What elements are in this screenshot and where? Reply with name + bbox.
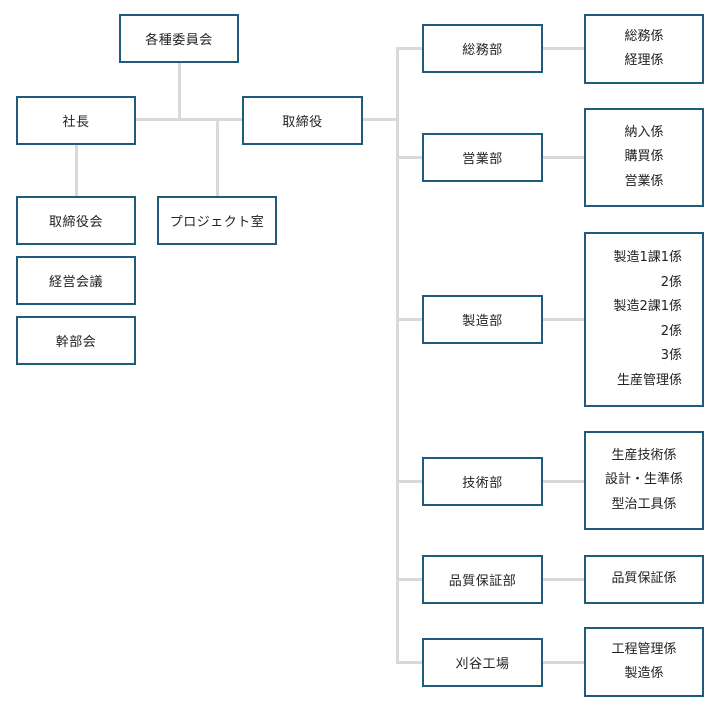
- connector-trunk-vertical: [396, 47, 399, 663]
- section-item: 設計・生準係: [604, 472, 683, 488]
- connector-seizo-sections: [542, 318, 585, 321]
- section-item: 経理係: [624, 53, 664, 68]
- section-item: 2係: [660, 274, 682, 290]
- connector-eigyo-sections: [542, 156, 585, 159]
- connector-soumu-sections: [542, 47, 585, 50]
- connector-hinshitsu-sections: [542, 578, 585, 581]
- section-item: 生産技術係: [611, 447, 677, 463]
- section-item: 型治工具係: [611, 496, 677, 512]
- section-item: 製造係: [624, 666, 664, 681]
- connector-president-down: [75, 145, 78, 197]
- connector-branch-soumu: [396, 47, 424, 50]
- sections-kariya: 工程管理係 製造係: [584, 627, 704, 697]
- connector-branch-gijutsu: [396, 480, 424, 483]
- department-seizo: 製造部: [422, 295, 543, 344]
- section-item: 生産管理係: [616, 372, 682, 388]
- department-kariya: 刈谷工場: [422, 638, 543, 687]
- section-item: 工程管理係: [611, 641, 677, 657]
- section-item: 製造2課1係: [613, 299, 682, 314]
- sections-soumu: 総務係 経理係: [584, 14, 704, 84]
- section-item: 営業係: [624, 173, 664, 189]
- section-item: 購買係: [624, 149, 664, 165]
- connector-project-down: [216, 118, 219, 197]
- department-gijutsu: 技術部: [422, 457, 543, 506]
- department-hinshitsu: 品質保証部: [422, 555, 543, 604]
- sections-seizo: 製造1課1係 2係 製造2課1係 2係 3係 生産管理係: [584, 232, 704, 407]
- connector-branch-hinshitsu: [396, 578, 424, 581]
- committees-box: 各種委員会: [119, 14, 239, 63]
- section-item: 製造1課1係: [613, 250, 682, 265]
- executive-meeting-box: 幹部会: [16, 316, 136, 365]
- connector-committees-down: [178, 62, 181, 120]
- sections-eigyo: 納入係 購買係 営業係: [584, 108, 704, 207]
- connector-kariya-sections: [542, 661, 585, 664]
- section-item: 総務係: [624, 28, 664, 44]
- connector-branch-seizo: [396, 318, 424, 321]
- connector-branch-eigyo: [396, 156, 424, 159]
- management-meeting-box: 経営会議: [16, 256, 136, 305]
- president-box: 社長: [16, 96, 136, 145]
- section-item: 3係: [660, 348, 682, 363]
- connector-president-directors: [135, 118, 243, 121]
- sections-gijutsu: 生産技術係 設計・生準係 型治工具係: [584, 431, 704, 530]
- section-item: 納入係: [624, 124, 664, 140]
- section-item: 2係: [660, 323, 682, 339]
- connector-directors-right: [362, 118, 398, 121]
- department-eigyo: 営業部: [422, 133, 543, 182]
- project-office-box: プロジェクト室: [157, 196, 277, 245]
- sections-hinshitsu: 品質保証係: [584, 555, 704, 604]
- department-soumu: 総務部: [422, 24, 543, 73]
- board-box: 取締役会: [16, 196, 136, 245]
- connector-branch-kariya: [396, 661, 424, 664]
- directors-box: 取締役: [242, 96, 363, 145]
- section-item: 品質保証係: [611, 571, 677, 587]
- connector-gijutsu-sections: [542, 480, 585, 483]
